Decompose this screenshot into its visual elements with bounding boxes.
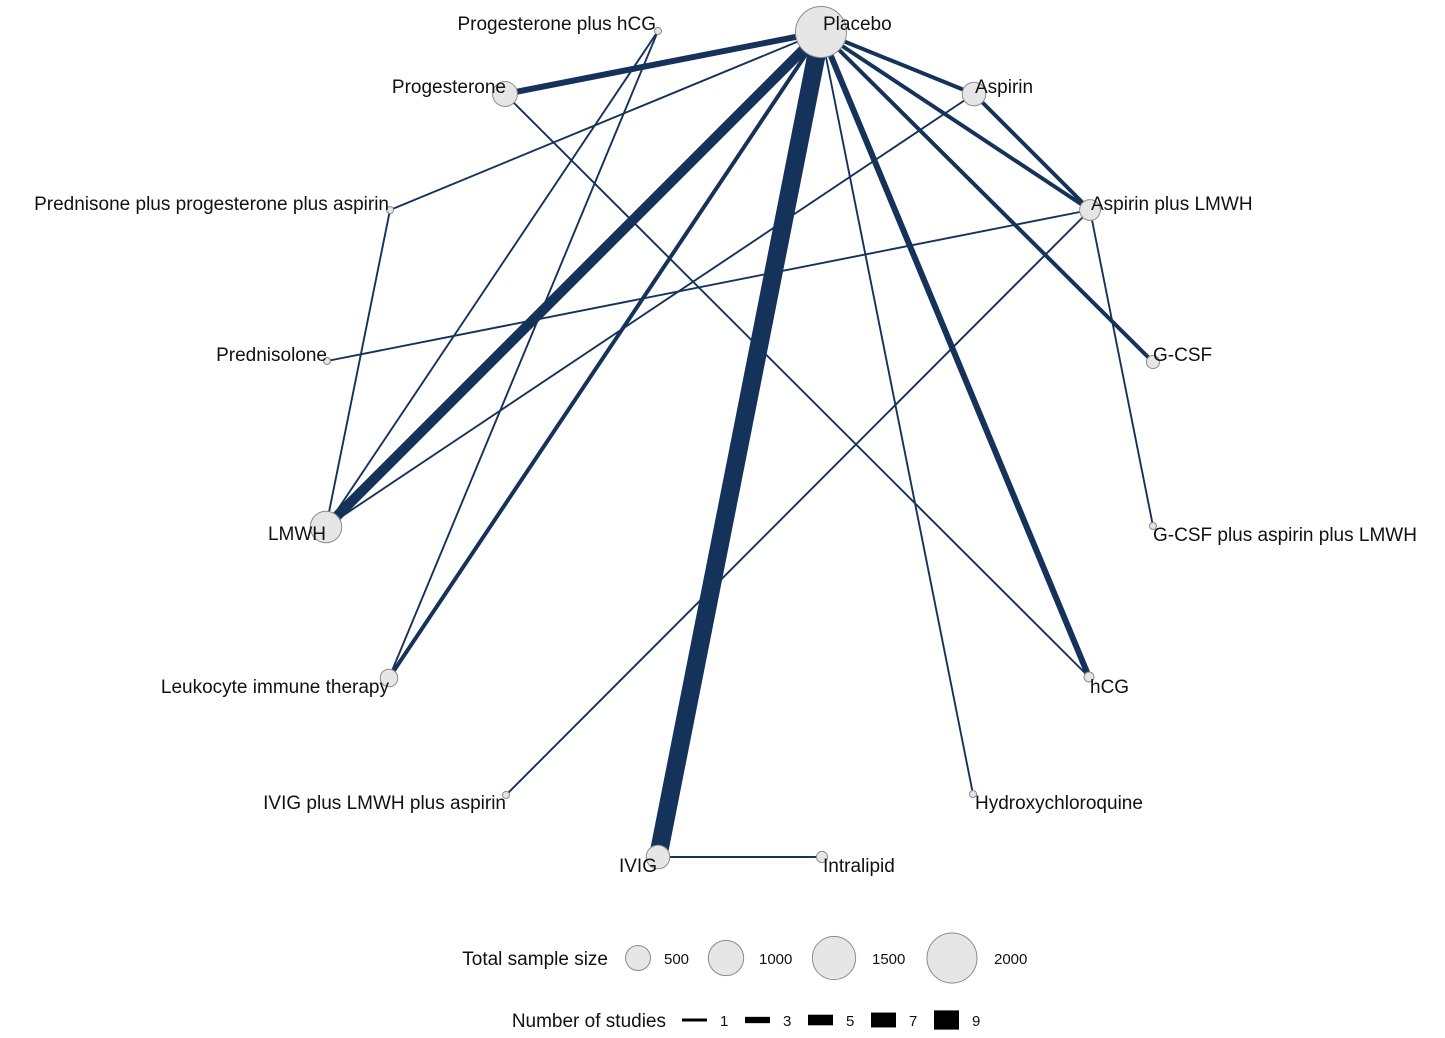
- labels-layer: Placebo Progesterone plus hCG Progesterone…: [34, 14, 1417, 877]
- edge-aspirin-lmwh: [325, 93, 975, 528]
- node-label-leukocyte: Leukocyte immune therapy: [161, 677, 390, 698]
- node-intralipid: [815, 850, 829, 864]
- legend-size-circle-500: [625, 945, 651, 971]
- edge-placebo-prednisone_prog_asp: [389, 31, 822, 211]
- legend-size-circle-1500: [811, 935, 857, 981]
- edge-progesterone_hcg-lmwh: [325, 30, 659, 528]
- node-placebo: [795, 6, 847, 58]
- node-hcg: [1083, 671, 1095, 683]
- node-label-gcsf: G-CSF: [1153, 345, 1212, 366]
- legend-size-label-1000: 1000: [759, 951, 792, 968]
- node-progesterone: [492, 81, 518, 107]
- edge-prednisone_prog_asp-lmwh: [325, 209, 391, 528]
- node-label-aspirin: Aspirin: [975, 77, 1033, 98]
- node-gcsf_asp_lmwh: [1149, 522, 1157, 530]
- node-label-lmwh: LMWH: [268, 524, 326, 545]
- edge-progesterone-hcg: [504, 93, 1090, 678]
- legend-size-circle-2000: [926, 932, 978, 984]
- node-hydroxychloroquine: [969, 790, 977, 798]
- legend-studies-swatch-3: [745, 1016, 770, 1024]
- nodes-layer: [309, 6, 1161, 870]
- node-label-prednisolone: Prednisolone: [216, 345, 327, 366]
- legend-studies-swatch-5: [808, 1014, 833, 1026]
- legend-studies-swatch-9: [934, 1010, 959, 1030]
- edge-aspirin_lmwh-gcsf_asp_lmwh: [1089, 209, 1154, 527]
- edge-placebo-lmwh: [322, 28, 825, 531]
- legend-sample-size-items: 500 1000 1500 2000: [625, 932, 1027, 984]
- node-prednisolone: [323, 357, 331, 365]
- legend-studies-label-1: 1: [720, 1013, 728, 1030]
- node-progesterone_hcg: [653, 26, 663, 36]
- legend-studies-swatch-1: [682, 1018, 707, 1022]
- node-aspirin_lmwh: [1079, 199, 1101, 221]
- node-leukocyte: [379, 668, 399, 688]
- legend-studies-label-5: 5: [846, 1013, 854, 1030]
- node-label-hydroxychloroquine: Hydroxychloroquine: [975, 793, 1143, 814]
- node-label-progesterone_hcg: Progesterone plus hCG: [457, 14, 656, 35]
- node-label-placebo: Placebo: [823, 14, 892, 35]
- node-label-ivig: IVIG: [619, 856, 657, 877]
- node-label-progesterone: Progesterone: [392, 77, 506, 98]
- edge-aspirin-aspirin_lmwh: [972, 92, 1092, 212]
- edge-placebo-hcg: [818, 30, 1092, 679]
- legend-sample-size-title: Total sample size: [462, 949, 608, 970]
- edge-progesterone_hcg-leukocyte: [388, 30, 659, 679]
- edge-placebo-aspirin: [820, 30, 975, 96]
- edge-placebo-hydroxychloroquine: [820, 31, 974, 795]
- legend-size-label-500: 500: [664, 951, 689, 968]
- node-ivig: [645, 844, 671, 870]
- node-lmwh: [309, 510, 343, 544]
- node-label-hcg: hCG: [1090, 677, 1129, 698]
- node-label-ivig_lmwh_asp: IVIG plus LMWH plus aspirin: [263, 793, 506, 814]
- legend-studies-swatch-7: [871, 1012, 896, 1028]
- legend-studies-label-3: 3: [783, 1013, 791, 1030]
- edge-placebo-leukocyte: [387, 30, 823, 680]
- node-aspirin: [961, 81, 987, 107]
- legend-size-label-1500: 1500: [872, 951, 905, 968]
- node-prednisone_prog_asp: [386, 206, 394, 214]
- node-label-intralipid: Intralipid: [823, 856, 895, 877]
- legend: Total sample size 500 1000 1500 2000 Number…: [462, 932, 1027, 1032]
- node-label-gcsf_asp_lmwh: G-CSF plus aspirin plus LMWH: [1153, 525, 1417, 546]
- legend-size-label-2000: 2000: [994, 951, 1027, 968]
- legend-studies-label-9: 9: [972, 1013, 980, 1030]
- edge-placebo-aspirin_lmwh: [819, 30, 1092, 212]
- node-ivig_lmwh_asp: [502, 791, 510, 799]
- legend-studies-title: Number of studies: [512, 1011, 666, 1032]
- node-gcsf: [1145, 354, 1161, 370]
- edges-layer: [322, 28, 1155, 859]
- node-label-aspirin_lmwh: Aspirin plus LMWH: [1091, 194, 1253, 215]
- legend-size-circle-1000: [707, 939, 745, 977]
- edge-prednisolone-aspirin_lmwh: [326, 209, 1091, 362]
- edge-placebo-ivig: [649, 30, 830, 859]
- legend-studies-items: 1 3 5 7 9: [682, 1010, 980, 1030]
- node-label-prednisone_prog_asp: Prednisone plus progesterone plus aspiri…: [34, 194, 389, 215]
- edge-placebo-progesterone: [504, 29, 822, 97]
- edge-placebo-gcsf: [819, 30, 1155, 364]
- edge-aspirin_lmwh-ivig_lmwh_asp: [505, 209, 1091, 796]
- legend-studies-label-7: 7: [909, 1013, 917, 1030]
